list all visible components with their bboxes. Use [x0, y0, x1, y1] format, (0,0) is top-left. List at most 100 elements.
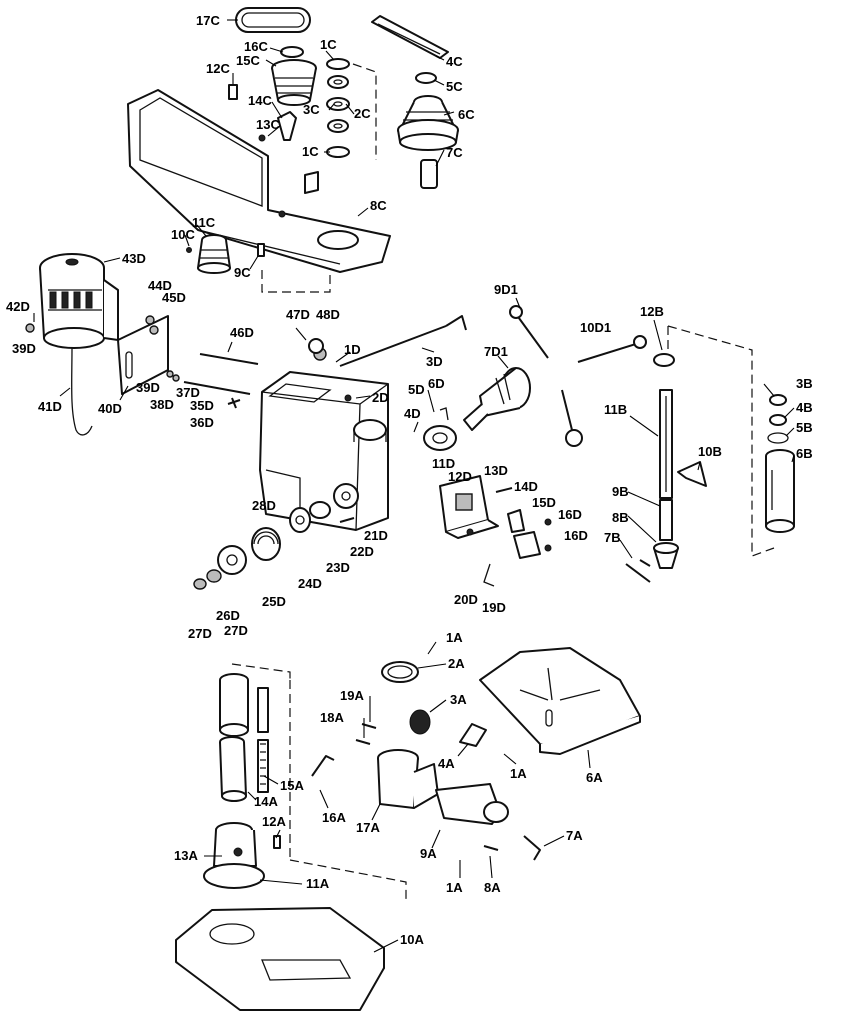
table-arm-9a: [435, 783, 509, 825]
label-16c: 16C: [244, 39, 268, 54]
label-25d: 25D: [262, 594, 286, 609]
label-35d: 35D: [190, 398, 214, 413]
label-41d: 41D: [38, 399, 62, 414]
table-base-assembly: [175, 647, 641, 1011]
handle-7a: [523, 835, 541, 861]
label-27d-left: 27D: [188, 626, 212, 641]
label-9c: 9C: [234, 265, 251, 280]
label-16a: 16A: [322, 810, 346, 825]
nut-3b: [769, 394, 787, 406]
quill-6b: [765, 449, 795, 533]
label-9d1: 9D1: [494, 282, 518, 297]
label-8c: 8C: [370, 198, 387, 213]
label-23d: 23D: [326, 560, 350, 575]
label-17c: 17C: [196, 13, 220, 28]
screw-14d: [495, 487, 513, 493]
shaft-10d1: [577, 343, 637, 363]
plate-19d: [513, 531, 541, 559]
label-27d-right: 27D: [224, 623, 248, 638]
base-10a: [175, 907, 385, 1011]
label-38d: 38D: [150, 397, 174, 412]
label-15a: 15A: [280, 778, 304, 793]
label-19d: 19D: [482, 600, 506, 615]
belt-cover-8c: [127, 89, 391, 273]
label-5b: 5B: [796, 420, 813, 435]
work-table-6a: [479, 647, 641, 755]
insert-7c: [420, 159, 438, 189]
motor-pulley-15c: [271, 59, 317, 106]
label-40d: 40D: [98, 401, 122, 416]
nut-5c: [415, 72, 437, 84]
label-2d: 2D: [372, 390, 389, 405]
label-7c: 7C: [446, 145, 463, 160]
spindle-assembly: [625, 325, 795, 583]
lever-4a: [459, 723, 487, 747]
label-19a: 19A: [340, 688, 364, 703]
label-14d: 14D: [514, 479, 538, 494]
gear-3a: [409, 709, 431, 735]
label-13c: 13C: [256, 117, 280, 132]
label-3a: 3A: [450, 692, 467, 707]
label-15d: 15D: [532, 495, 556, 510]
bearing-12b: [653, 353, 675, 367]
pinion-shaft-7d1: [463, 367, 531, 431]
label-26d: 26D: [216, 608, 240, 623]
label-12b: 12B: [640, 304, 664, 319]
pulley-11c: [197, 234, 231, 274]
bolt-8a: [483, 845, 499, 851]
label-3b: 3B: [796, 376, 813, 391]
bracket-14c: [277, 111, 297, 141]
switch-15d: [507, 509, 525, 533]
label-12d: 12D: [448, 469, 472, 484]
label-4a: 4A: [438, 756, 455, 771]
label-11c: 11C: [192, 215, 216, 230]
label-46d: 46D: [230, 325, 254, 340]
label-10c: 10C: [171, 227, 195, 242]
label-1c-bottom: 1C: [302, 144, 319, 159]
label-16d-upper: 16D: [558, 507, 582, 522]
label-14a: 14A: [254, 794, 278, 809]
label-21d: 21D: [364, 528, 388, 543]
label-5c: 5C: [446, 79, 463, 94]
label-10a: 10A: [400, 932, 424, 947]
washer-4b: [769, 414, 787, 426]
label-7b: 7B: [604, 530, 621, 545]
label-16d-lower: 16D: [564, 528, 588, 543]
motor-43d: [39, 253, 119, 349]
label-47d: 47D: [286, 307, 310, 322]
wedge-10b: [677, 461, 707, 487]
part-labels: 17C 16C 15C 12C 14C 13C 1C 3C 2C 1C 4C 5…: [6, 13, 813, 947]
label-9b: 9B: [612, 484, 629, 499]
label-5d: 5D: [408, 382, 425, 397]
shaft-9d1: [515, 313, 549, 359]
label-28d: 28D: [252, 498, 276, 513]
arbor-9b: [659, 499, 673, 541]
nut-16c: [280, 46, 304, 58]
pin-12c: [228, 84, 238, 100]
belt-4c: [371, 15, 449, 59]
handle-35d: [227, 397, 241, 409]
belt-17c: [235, 7, 311, 33]
label-11d: 11D: [432, 456, 455, 471]
motor-assembly: [25, 253, 647, 590]
key-20d: [483, 563, 495, 587]
pulley-cover-assembly: [127, 7, 459, 293]
label-9a: 9A: [420, 846, 437, 861]
label-15c: 15C: [236, 53, 260, 68]
label-13a: 13A: [174, 848, 198, 863]
leader-lines: [33, 19, 795, 953]
label-39d-left: 39D: [12, 341, 36, 356]
label-7a: 7A: [566, 828, 583, 843]
label-37d: 37D: [176, 385, 200, 400]
label-10b: 10B: [698, 444, 722, 459]
rack-15a: [257, 687, 269, 733]
pin-6d: [439, 407, 449, 421]
label-45d: 45D: [162, 290, 186, 305]
ring-2a: [381, 661, 419, 683]
label-1a-mid: 1A: [510, 766, 527, 781]
label-1c-top: 1C: [320, 37, 337, 52]
label-6a: 6A: [586, 770, 603, 785]
label-2c: 2C: [354, 106, 371, 121]
label-8a: 8A: [484, 880, 501, 895]
